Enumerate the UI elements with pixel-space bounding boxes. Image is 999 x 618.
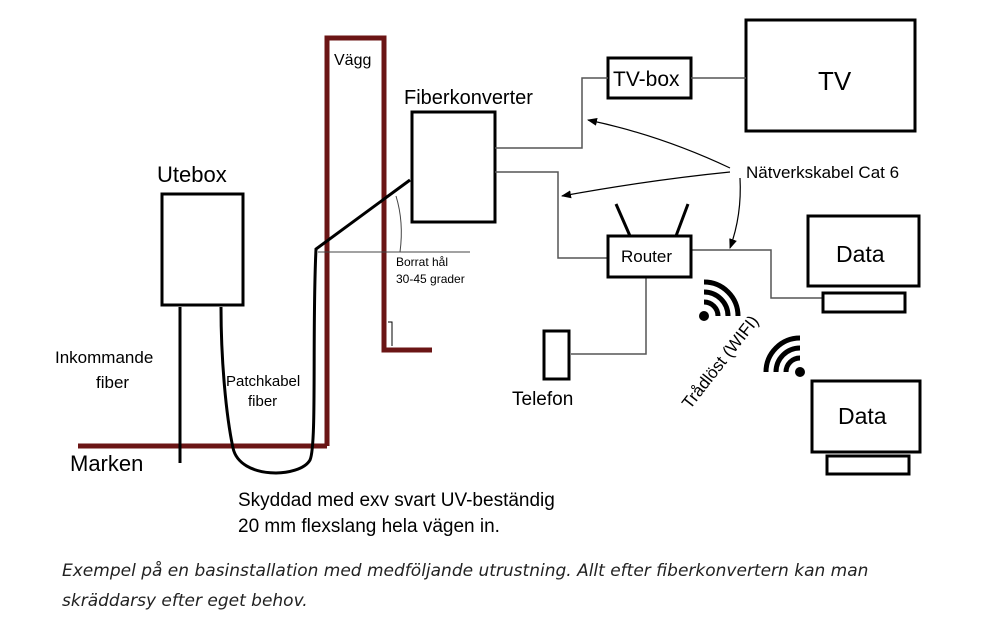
fiber-converter-label: Fiberkonverter: [404, 87, 533, 109]
wall-outline: [324, 35, 432, 446]
fiber-converter-box: [410, 110, 497, 224]
tv-screen: [744, 18, 917, 133]
phone-label: Telefon: [512, 389, 573, 410]
arrow-to-tvbox-cable: [587, 117, 731, 169]
network-cable-label: Nätverkskabel Cat 6: [746, 163, 899, 182]
protection-label: Skyddad med exv svart UV-beständig: [238, 490, 555, 511]
arrow-to-data-cable: [729, 177, 741, 249]
ground-label: Marken: [70, 451, 143, 476]
cable-converter-tvbox: [495, 77, 608, 149]
wall-inner-mark: [388, 321, 393, 346]
wall-label: Vägg: [334, 52, 371, 69]
cable-router-data1: [690, 249, 823, 299]
patch-cable-label: Patchkabel: [226, 373, 300, 390]
router-antenna-right: [674, 203, 690, 237]
phone-device: [542, 329, 571, 381]
data-1-label: Data: [836, 241, 885, 267]
data-2-label: Data: [838, 403, 887, 429]
patch-cable-path: [219, 178, 411, 475]
drilled-hole-label: Borrat hål: [396, 255, 448, 269]
cable-converter-router: [495, 171, 608, 259]
data-computer-1-keyboard: [821, 291, 907, 314]
data-computer-1-screen: [806, 214, 921, 288]
cable-router-phone: [571, 277, 647, 355]
outdoor-box-label: Utebox: [157, 162, 227, 187]
patch-cable-label-2: fiber: [248, 393, 277, 410]
drilled-hole-angle-label: 30-45 grader: [396, 272, 465, 286]
router-box: [606, 234, 693, 279]
incoming-fiber-label-2: fiber: [96, 373, 129, 392]
tv-box-label: TV-box: [613, 68, 680, 91]
tv-label: TV: [818, 66, 852, 96]
figure-caption: Exempel på en basinstallation med medföl…: [62, 561, 869, 611]
router-antenna-left: [614, 203, 632, 237]
incoming-fiber-label: Inkommande: [55, 348, 153, 367]
outdoor-box: [160, 192, 245, 307]
protection-label-2: 20 mm flexslang hela vägen in.: [238, 516, 500, 537]
wireless-label: Trådlöst (WIFI): [678, 312, 762, 413]
arrow-to-router-cable: [561, 171, 731, 199]
drilled-hole-angle-arc: [395, 195, 402, 253]
data-computer-2-screen: [810, 379, 922, 454]
wifi-icon: [699, 279, 741, 321]
data-computer-2-keyboard: [825, 454, 911, 476]
wifi-icon: [763, 335, 805, 377]
router-label: Router: [621, 247, 672, 266]
